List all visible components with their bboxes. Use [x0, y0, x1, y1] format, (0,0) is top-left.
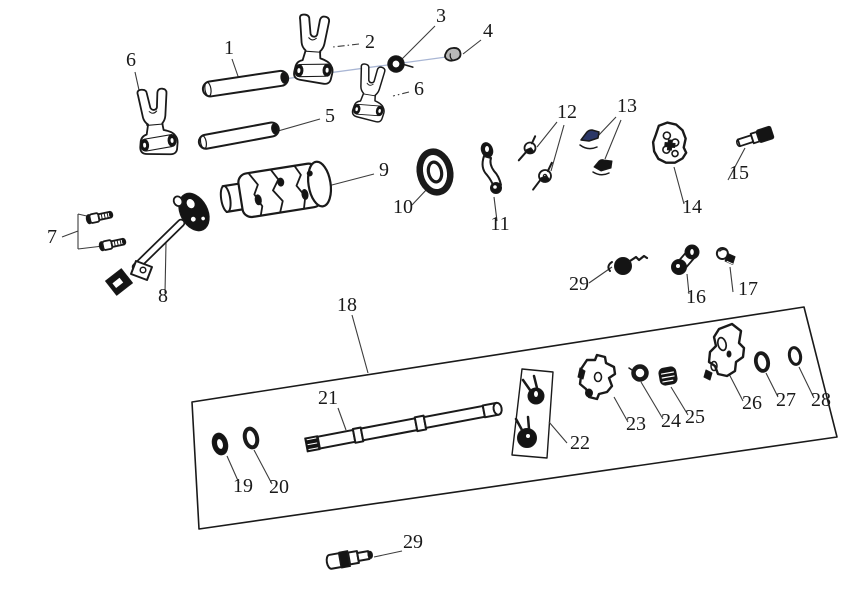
- callout-label-29b: 29: [403, 531, 423, 553]
- callout-label-25: 25: [685, 406, 705, 428]
- callout-label-23: 23: [626, 413, 646, 435]
- leader-14: [673, 166, 685, 205]
- callout-label-28: 28: [811, 389, 831, 411]
- part-guide-shaft-long: [201, 69, 290, 98]
- leader-24: [640, 381, 664, 420]
- leader-12: [536, 121, 565, 172]
- leader-3: [401, 25, 436, 60]
- callout-label-1: 1: [224, 37, 234, 59]
- callout-label-5: 5: [325, 105, 335, 127]
- part-gear-shift-spindle: [304, 401, 503, 453]
- part-shift-guide-plate: [703, 322, 746, 381]
- callout-label-11: 11: [490, 213, 509, 235]
- leader-18: [351, 314, 369, 374]
- callout-label-13: 13: [617, 95, 637, 117]
- part-snap-ring: [787, 346, 803, 366]
- leader-lines: [61, 25, 815, 558]
- part-nut: [628, 364, 649, 382]
- callout-label-16: 16: [686, 286, 706, 308]
- callout-label-9: 9: [379, 159, 389, 181]
- leader-10: [411, 187, 429, 206]
- callout-label-2: 2: [365, 31, 375, 53]
- callout-label-27: 27: [776, 389, 796, 411]
- part-stopper-bolt: [715, 247, 736, 265]
- part-shift-fork-right: [350, 62, 392, 124]
- leader-21: [337, 407, 347, 431]
- part-lock-nut: [387, 55, 414, 73]
- callout-label-20: 20: [269, 476, 289, 498]
- part-pawl-a: [517, 135, 537, 162]
- leader-25: [670, 386, 689, 416]
- part-shift-fork-left: [134, 86, 180, 158]
- callout-label-21: 21: [318, 387, 338, 409]
- leader-2: [332, 43, 360, 48]
- leader-26: [727, 371, 744, 402]
- part-bearing: [416, 148, 454, 196]
- leader-19: [226, 455, 240, 484]
- leader-23: [613, 396, 629, 423]
- part-pawl-b: [532, 161, 553, 191]
- leader-9: [327, 173, 375, 187]
- leader-28: [798, 366, 815, 399]
- leader-22: [548, 421, 568, 444]
- leader-17: [729, 266, 734, 293]
- callout-label-22: 22: [570, 432, 590, 454]
- part-cam-bolt: [735, 125, 775, 148]
- part-roller-spring: [607, 254, 649, 275]
- callout-label-24: 24: [661, 410, 681, 432]
- leader-27: [765, 372, 779, 398]
- part-spring-pawl-bottom: [514, 415, 537, 448]
- callout-label-12: 12: [557, 101, 577, 123]
- part-spring-pawl-top: [521, 374, 545, 405]
- part-pivot-bolt: [325, 550, 373, 570]
- part-spring-clip-a: [579, 129, 600, 150]
- part-gear-shift-arm: [105, 192, 210, 296]
- callout-label-8: 8: [158, 285, 168, 307]
- leader-13: [596, 116, 622, 160]
- callout-label-6b: 6: [414, 78, 424, 100]
- part-spring-coil: [658, 366, 678, 386]
- part-spring-clip-b: [592, 159, 613, 176]
- part-shift-cam-plate: [651, 121, 688, 164]
- part-roller-arm: [671, 244, 700, 275]
- part-ratchet-plate: [577, 353, 617, 401]
- callout-label-29a: 29: [569, 273, 589, 295]
- leader-11: [493, 196, 498, 222]
- callout-label-3: 3: [436, 5, 446, 27]
- callout-label-26: 26: [742, 392, 762, 414]
- callout-label-6a: 6: [126, 49, 136, 71]
- part-washer: [242, 426, 260, 450]
- part-bolt-b: [97, 235, 128, 253]
- callout-label-7: 7: [47, 226, 57, 248]
- leader-29b: [373, 550, 403, 558]
- leader-6b: [392, 91, 410, 97]
- part-shift-fork-center: [292, 13, 338, 86]
- leader-20: [253, 449, 273, 485]
- part-shift-link: [480, 142, 502, 194]
- part-oil-seal: [211, 432, 229, 456]
- assembly-box-18: [191, 306, 838, 530]
- leader-4: [462, 39, 482, 55]
- callout-label-19: 19: [233, 475, 253, 497]
- callout-label-18: 18: [337, 294, 357, 316]
- leader-16: [686, 273, 690, 295]
- leader-7: [61, 213, 104, 250]
- part-end-cap: [444, 47, 462, 62]
- callout-labels: 1 2 3 4 5 6 6 7 8 9 10 11 12 13 14 15 16…: [47, 5, 831, 553]
- part-washer-small: [753, 351, 771, 373]
- callout-label-14: 14: [682, 196, 702, 218]
- callout-label-15: 15: [729, 162, 749, 184]
- part-guide-shaft-short: [197, 121, 280, 150]
- callout-label-10: 10: [393, 196, 413, 218]
- part-shift-drum: [219, 160, 333, 219]
- part-bolt-a: [84, 208, 115, 226]
- callout-label-4: 4: [483, 20, 493, 42]
- leader-5: [277, 118, 321, 132]
- callout-label-17: 17: [738, 278, 758, 300]
- spring-kit-box-22: [511, 368, 554, 459]
- leader-8: [164, 242, 167, 294]
- leader-15: [727, 147, 746, 181]
